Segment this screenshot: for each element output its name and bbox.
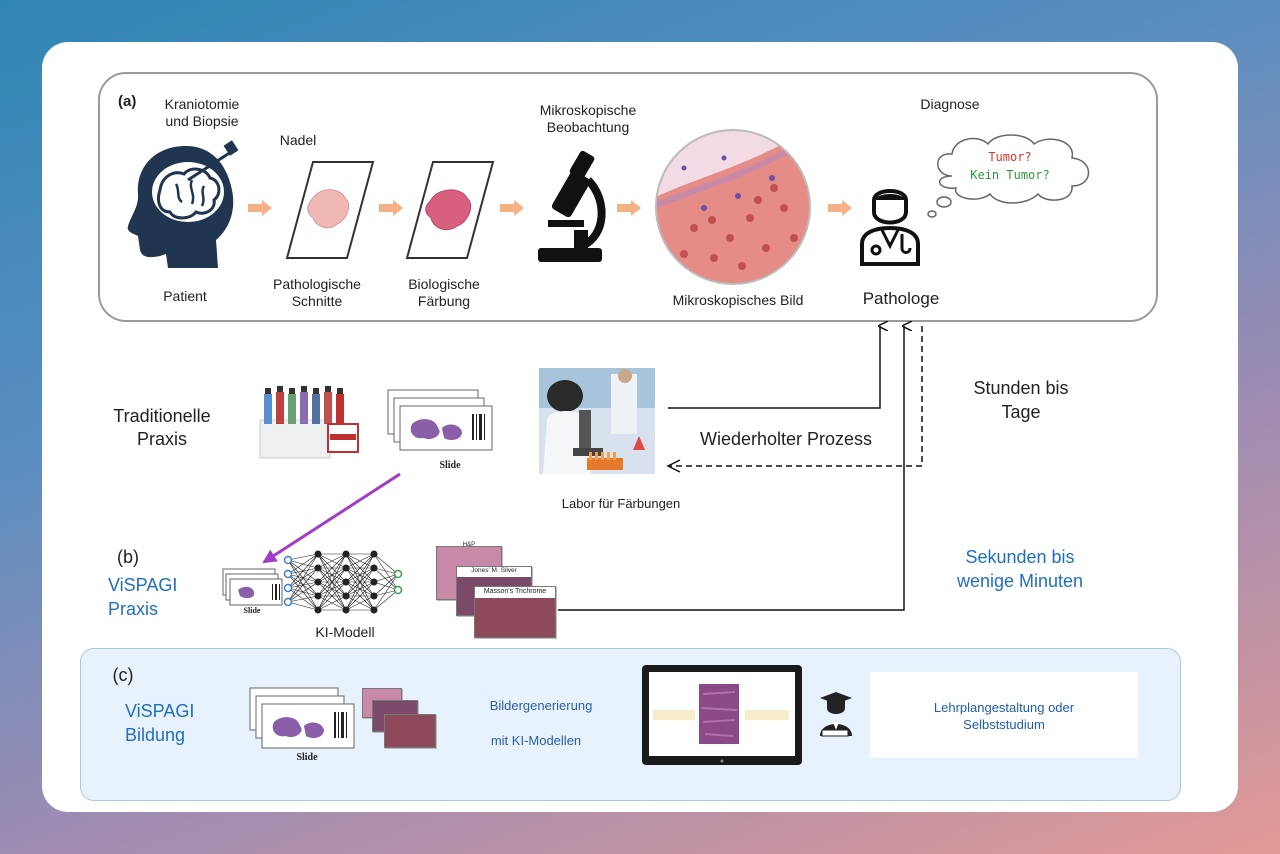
lab-caption: Labor für Färbungen [561,496,681,511]
flow-arrow-5 [828,200,852,216]
panel-a-tag: (a) [118,93,137,110]
monitor-display [642,665,802,765]
ai-model-caption: KI-Modell [315,624,375,640]
stained-slide [405,161,495,259]
education-slide-stack [249,687,355,749]
needle-label: Nadel [279,132,317,148]
traditional-label: Traditionelle Praxis [113,406,211,449]
traditional-slide-stack [387,389,493,451]
microscopic-image-label: Mikroskopisches Bild [672,292,804,308]
reagent-kit-image [259,386,359,459]
flow-arrow-2 [379,200,403,216]
student-graduate-icon [820,692,852,737]
outcome-box [870,672,1138,758]
education-stain-card-3 [384,714,436,748]
patient-head-icon [127,140,238,268]
staining-label: Biologische Färbung [408,276,480,309]
staining-lab-photo [539,368,655,474]
pathologist-label: Pathologe [862,289,940,308]
education-slide-caption: Slide [296,752,318,763]
craniotomy-label: Kraniotomie und Biopsie [164,96,240,129]
traditional-slide-caption: Slide [439,460,461,471]
sections-label: Pathologische Schnitte [273,276,361,309]
flow-arrow-4 [617,200,641,216]
stain-silver-label: Jones' M. Silver [471,567,517,574]
panel-b-tag: (b) [117,547,139,567]
ai-model-network [283,550,403,614]
microscopic-image [655,129,811,285]
microscope-icon [538,150,606,262]
time-traditional-label: Stunden bis Tage [973,378,1069,422]
diagnosis-label: Diagnose [920,96,980,112]
repeat-process-label: Wiederholter Prozess [699,429,873,449]
flow-arrow-3 [500,200,524,216]
vispagi-practice-label: ViSPAGI Praxis [108,575,178,619]
thought-tumor: Tumor? [988,150,1032,164]
vispagi-education-label: ViSPAGI Bildung [125,701,195,745]
pathologist-icon [860,189,920,266]
time-vispagi-label: Sekunden bis wenige Minuten [956,547,1084,591]
stain-he-label: H&P [462,542,476,548]
vispagi-slide-stack [222,568,283,606]
image-generation-label: Bildergenerierung [489,698,593,713]
outcome-label: Lehrplangestaltung oder Selbststudium [933,700,1075,732]
observation-label: Mikroskopische Beobachtung [539,102,637,135]
image-generation-label-2: mit KI-Modellen [490,733,582,748]
flow-arrow-1 [248,200,272,216]
thought-no-tumor: Kein Tumor? [970,168,1050,182]
patient-label: Patient [163,288,207,304]
pathological-section-slide [285,161,375,259]
stain-trichrome-label: Masson's Trichrome [483,588,547,595]
stain-silver-label-bg [457,567,531,577]
stain-trichrome-label-bg [475,587,555,598]
thought-cloud [927,134,1090,218]
panel-c-tag: (c) [112,665,134,685]
vispagi-slide-caption: Slide [243,606,261,615]
